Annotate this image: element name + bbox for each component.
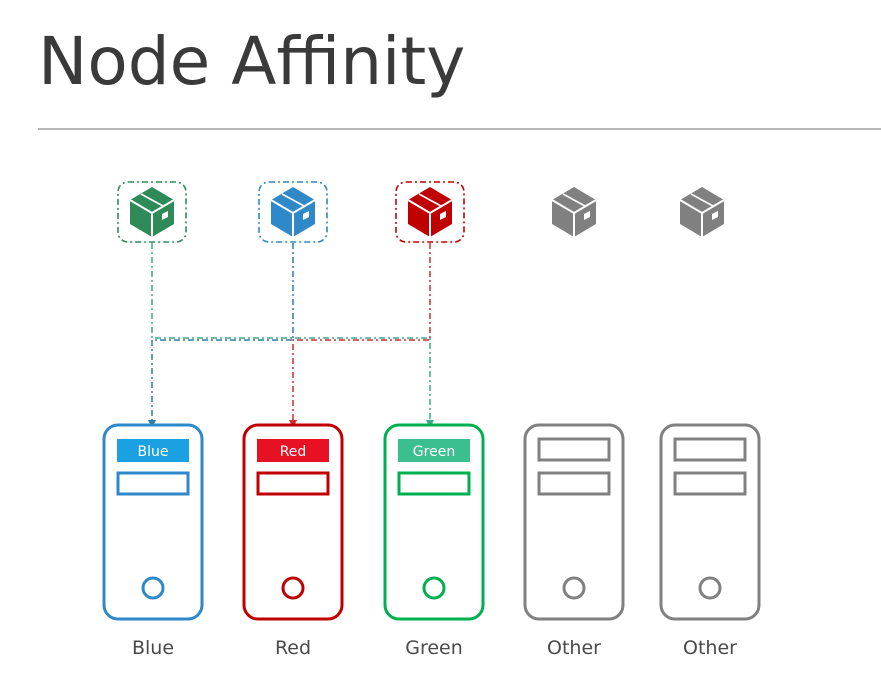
- box-icon: [270, 187, 316, 237]
- pod-2: [258, 181, 328, 243]
- node-caption-1: Blue: [131, 637, 175, 659]
- page-title: Node Affinity: [38, 23, 466, 100]
- drive-bay-slot: [537, 471, 611, 496]
- pod-1-selection-frame: [117, 181, 187, 243]
- pod-3: [395, 181, 465, 243]
- node-label-tag: [398, 439, 470, 462]
- node-3: Green: [383, 423, 485, 621]
- node-caption-2: Red: [274, 637, 312, 659]
- connector-red: [292, 243, 431, 425]
- node-4: [523, 423, 625, 621]
- node-label-text: Red: [280, 444, 307, 460]
- pod-3-selection-frame: [395, 181, 465, 243]
- drive-bay-slot: [673, 437, 747, 462]
- node-caption-4: Other: [547, 637, 601, 659]
- power-button-icon: [422, 576, 446, 600]
- node-label-text: Green: [413, 444, 455, 460]
- pod-4: [551, 187, 597, 237]
- pod-1: [117, 181, 187, 243]
- node-caption-5: Other: [683, 637, 737, 659]
- drive-bay-slot: [673, 471, 747, 496]
- node-1: Blue: [102, 423, 204, 621]
- node-label-text: Blue: [138, 444, 169, 460]
- box-icon: [129, 187, 175, 237]
- connector-green: [151, 243, 431, 425]
- box-icon: [551, 187, 597, 237]
- power-button-icon: [141, 576, 165, 600]
- power-button-icon: [698, 576, 722, 600]
- pod-2-selection-frame: [258, 181, 328, 243]
- box-icon: [407, 187, 453, 237]
- box-icon: [679, 187, 725, 237]
- pod-5: [679, 187, 725, 237]
- drive-bay-slot: [256, 471, 330, 496]
- connector-blue: [151, 243, 294, 425]
- node-5: [659, 423, 761, 621]
- nodes: Blue Red Green: [102, 423, 761, 621]
- node-2: Red: [242, 423, 344, 621]
- affinity-connectors: [148, 243, 434, 428]
- drive-bay-slot: [397, 471, 471, 496]
- node-label-tag: [257, 439, 329, 462]
- node-label-tag: [117, 439, 189, 462]
- drive-bay-slot: [537, 437, 611, 462]
- drive-bay-slot: [116, 471, 190, 496]
- power-button-icon: [281, 576, 305, 600]
- pods: [117, 181, 725, 243]
- node-caption-3: Green: [405, 637, 463, 659]
- power-button-icon: [562, 576, 586, 600]
